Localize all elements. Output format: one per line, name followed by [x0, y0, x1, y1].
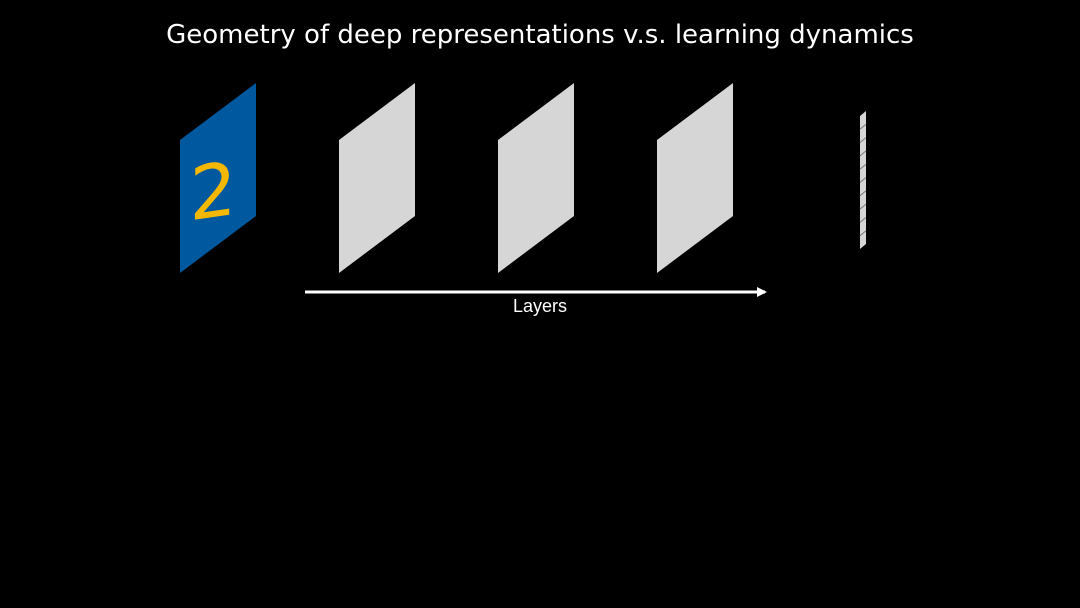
output-unit-divider — [859, 177, 867, 183]
output-unit-divider — [859, 217, 867, 223]
output-unit-divider — [859, 150, 867, 157]
slide-title: Geometry of deep representations v.s. le… — [166, 20, 914, 50]
output-unit-dividers — [859, 123, 867, 237]
input-image-layer: 2 — [180, 83, 256, 273]
output-layer — [859, 111, 867, 249]
output-unit-divider — [859, 137, 867, 143]
output-unit-divider — [859, 123, 867, 130]
input-image-panel — [180, 83, 256, 273]
output-unit-divider — [859, 190, 867, 197]
hidden-layer-3 — [657, 83, 733, 273]
output-unit-divider — [859, 230, 867, 237]
output-unit-divider — [859, 163, 867, 170]
layers-axis-label: Layers — [512, 296, 568, 316]
hidden-layer-1 — [339, 83, 415, 273]
input-digit: 2 — [189, 145, 236, 238]
output-unit-divider — [859, 203, 867, 210]
hidden-layer-2 — [498, 83, 574, 273]
